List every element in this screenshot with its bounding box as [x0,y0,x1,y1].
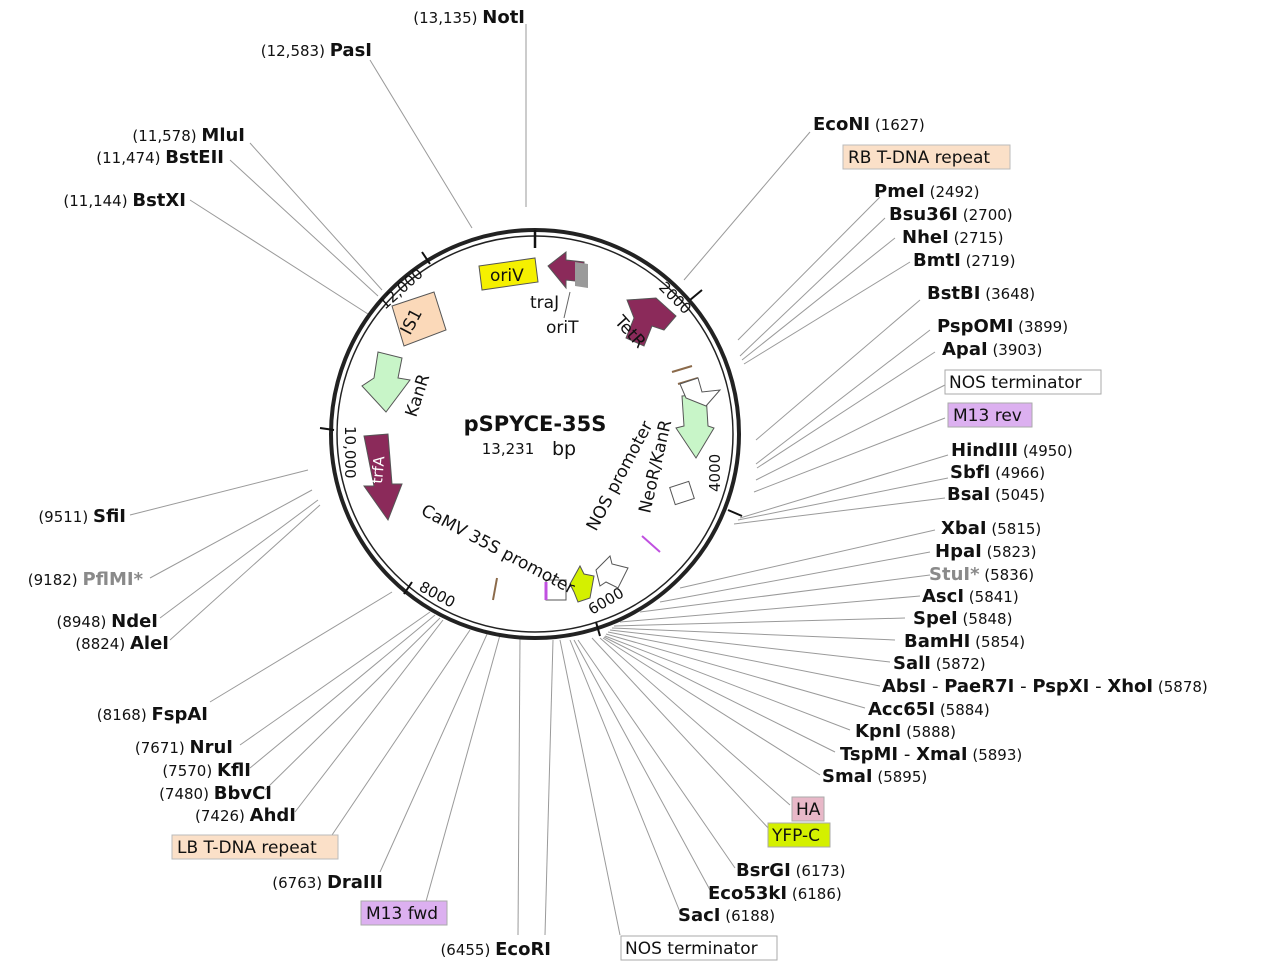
yfp-c-box[interactable]: YFP-C [767,822,831,848]
TetR-arrow [625,297,677,347]
site-SalI[interactable]: SalI (5872) [893,653,986,674]
site-NheI[interactable]: NheI (2715) [902,227,1003,248]
site-TspMI-XmaI[interactable]: TspMI - XmaI (5893) [840,744,1022,765]
inner-mark-1 [671,365,693,373]
site-SacI[interactable]: SacI (6188) [678,905,775,926]
site-StuI[interactable]: StuI* (5836) [929,564,1034,585]
site-AleI[interactable]: (8824) AleI [75,633,169,654]
site-Bsu36I[interactable]: Bsu36I (2700) [889,204,1013,225]
svg-text:LB T-DNA repeat: LB T-DNA repeat [177,838,317,858]
plasmid-name: pSPYCE-35S [464,412,607,436]
right-site-labels: EcoNI (1627) PmeI (2492) Bsu36I (2700) N… [678,114,1208,926]
site-SmaI[interactable]: SmaI (5895) [822,766,927,787]
site-Eco53kI[interactable]: Eco53kI (6186) [708,883,842,904]
IS1-feature: IS1 [391,291,447,347]
rb-tdna-box[interactable]: RB T-DNA repeat [842,144,1011,170]
ha-box[interactable]: HA [791,796,825,822]
plasmid-length-unit: bp [552,438,576,460]
oriV-feature: oriV [478,257,539,291]
KanR-arrow [361,351,411,413]
svg-text:oriV: oriV [490,266,524,286]
site-NruI[interactable]: (7671) NruI [135,737,233,758]
site-KpnI[interactable]: KpnI (5888) [855,721,956,742]
svg-text:M13 fwd: M13 fwd [366,904,438,924]
tick-label-10000: 10,000 [341,426,359,479]
svg-text:NOS terminator: NOS terminator [949,373,1082,393]
site-PspOMI[interactable]: PspOMI (3899) [937,316,1068,337]
site-MluI[interactable]: (11,578) MluI [132,125,245,146]
oriT-label: oriT [546,318,579,338]
site-Acc65I[interactable]: Acc65I (5884) [868,699,990,720]
site-SfiI[interactable]: (9511) SfiI [38,506,126,527]
site-BsrGI[interactable]: BsrGI (6173) [736,860,845,881]
site-NdeI[interactable]: (8948) NdeI [56,611,158,632]
inner-mark-3 [641,535,661,553]
site-AbsI-PaeR7I-PspXI-XhoI[interactable]: AbsI - PaeR7I - PspXI - XhoI (5878) [882,676,1208,697]
site-KflI[interactable]: (7570) KflI [162,760,251,781]
svg-text:RB T-DNA repeat: RB T-DNA repeat [848,148,990,168]
site-BstBI[interactable]: BstBI (3648) [927,283,1035,304]
site-AscI[interactable]: AscI (5841) [922,586,1019,607]
KanR-label: KanR [402,371,435,419]
tick-label-4000: 4000 [706,454,724,492]
site-BstEII[interactable]: (11,474) BstEII [96,147,224,168]
nos-terminator-box-bottom[interactable]: NOS terminator [620,935,778,961]
site-SbfI[interactable]: SbfI (4966) [950,462,1045,483]
site-BamHI[interactable]: BamHI (5854) [904,631,1025,652]
leader-lines [129,24,949,936]
site-ApaI[interactable]: ApaI (3903) [942,339,1042,360]
site-BsaI[interactable]: BsaI (5045) [947,484,1045,505]
trfA-arrow [363,433,403,522]
oriT-lead [563,291,571,319]
site-NotI[interactable]: (13,135) NotI [413,7,525,28]
inner-mark-4 [492,577,498,601]
site-AhdI[interactable]: (7426) AhdI [195,805,296,826]
nos-terminator-arrow-top [679,377,722,407]
promoter-arrow-low [595,555,629,589]
site-HindIII[interactable]: HindIII (4950) [951,440,1073,461]
site-XbaI[interactable]: XbaI (5815) [941,518,1041,539]
site-PmeI[interactable]: PmeI (2492) [874,181,980,202]
lb-tdna-box[interactable]: LB T-DNA repeat [171,834,339,860]
site-FspAI[interactable]: (8168) FspAI [97,704,208,725]
site-BmtI[interactable]: BmtI (2719) [913,250,1015,271]
site-PasI[interactable]: (12,583) PasI [261,40,372,61]
site-PflMI[interactable]: (9182) PflMI* [28,569,144,590]
m13-rev-box[interactable]: M13 rev [947,402,1033,428]
site-SpeI[interactable]: SpeI (5848) [913,608,1012,629]
site-BbvCI[interactable]: (7480) BbvCI [159,783,272,804]
svg-text:M13 rev: M13 rev [953,406,1022,426]
svg-text:HA: HA [796,800,821,820]
m13-fwd-box[interactable]: M13 fwd [360,900,448,926]
traJ-label: traJ [530,293,559,313]
svg-text:YFP-C: YFP-C [771,826,820,846]
site-EcoRI[interactable]: (6455) EcoRI [440,939,551,960]
nos-terminator-box-top[interactable]: NOS terminator [944,369,1102,395]
traJ-arrow [547,250,588,290]
svg-text:NOS terminator: NOS terminator [625,939,758,959]
site-BstXI[interactable]: (11,144) BstXI [63,190,186,211]
nos-square [669,480,695,506]
trfA-label: trfA [368,455,388,485]
CaMV-label: CaMV 35S promoter [418,501,578,599]
left-site-labels: (13,135) NotI (12,583) PasI (11,578) Mlu… [28,7,551,960]
YFP-arrow [569,564,595,603]
site-EcoNI[interactable]: EcoNI (1627) [813,114,925,135]
site-HpaI[interactable]: HpaI (5823) [935,541,1036,562]
site-DraIII[interactable]: (6763) DraIII [272,872,383,893]
tick-marks [319,251,743,637]
plasmid-length-number: 13,231 [482,440,535,458]
